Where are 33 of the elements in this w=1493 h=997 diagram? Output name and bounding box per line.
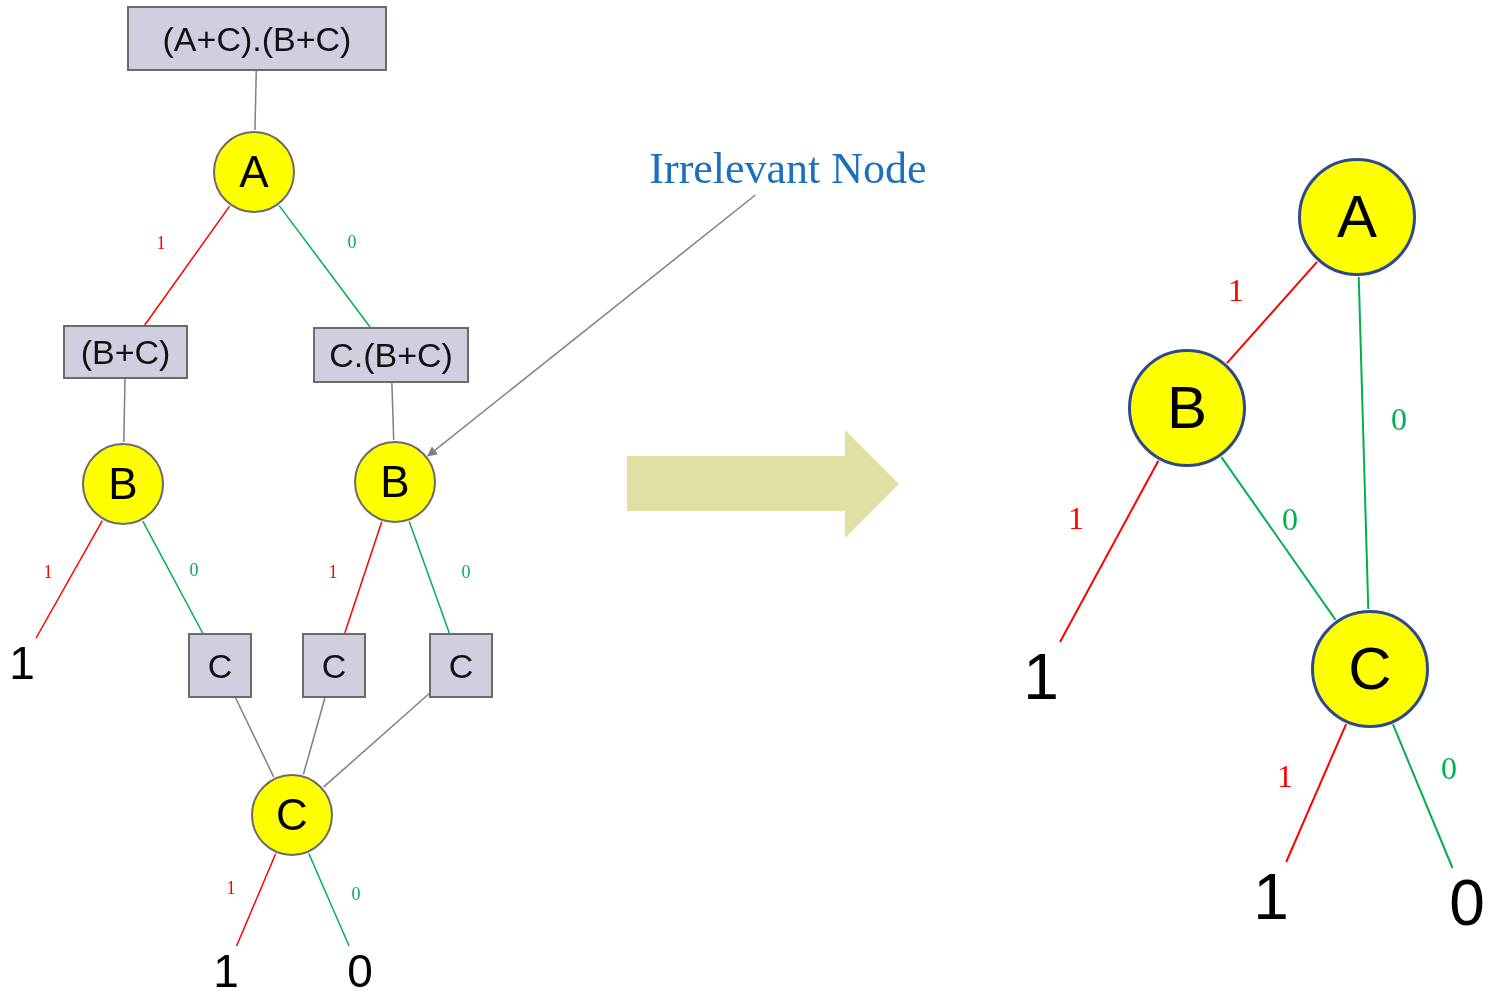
terminal-value: 1 <box>7 638 37 688</box>
branch-line <box>142 520 204 634</box>
terminal-value: 0 <box>1446 868 1488 938</box>
branch-line <box>254 70 257 131</box>
branch-line <box>1220 456 1337 621</box>
branch-line <box>302 697 326 776</box>
edge-label: 0 <box>345 233 359 251</box>
branch-line <box>344 521 383 634</box>
expression-box: C <box>429 633 493 698</box>
branch-line <box>278 204 371 328</box>
branch-line <box>322 693 430 788</box>
branch-line <box>144 205 231 326</box>
expression-box: (A+C).(B+C) <box>127 6 387 71</box>
terminal-value: 1 <box>1021 642 1061 712</box>
expression-box: (B+C) <box>63 325 188 379</box>
expression-box: C <box>188 633 252 698</box>
branch-line <box>1285 723 1348 863</box>
edge-label: 0 <box>187 561 201 579</box>
expression-box: C.(B+C) <box>313 327 469 383</box>
terminal-value: 1 <box>211 946 241 996</box>
branch-line <box>1225 260 1319 365</box>
terminal-value: 1 <box>1251 862 1291 932</box>
annotation-text: Irrelevant Node <box>630 143 946 195</box>
terminal-value: 0 <box>345 946 375 996</box>
branch-line <box>1059 459 1160 643</box>
pointer-arrow <box>427 194 757 457</box>
branch-line <box>35 519 104 639</box>
edge-label: 0 <box>459 563 473 581</box>
branch-line <box>391 382 395 441</box>
edge-label: 0 <box>349 885 363 903</box>
branch-line <box>1357 276 1370 610</box>
branch-line <box>123 378 126 443</box>
expression-box: C <box>302 633 366 698</box>
